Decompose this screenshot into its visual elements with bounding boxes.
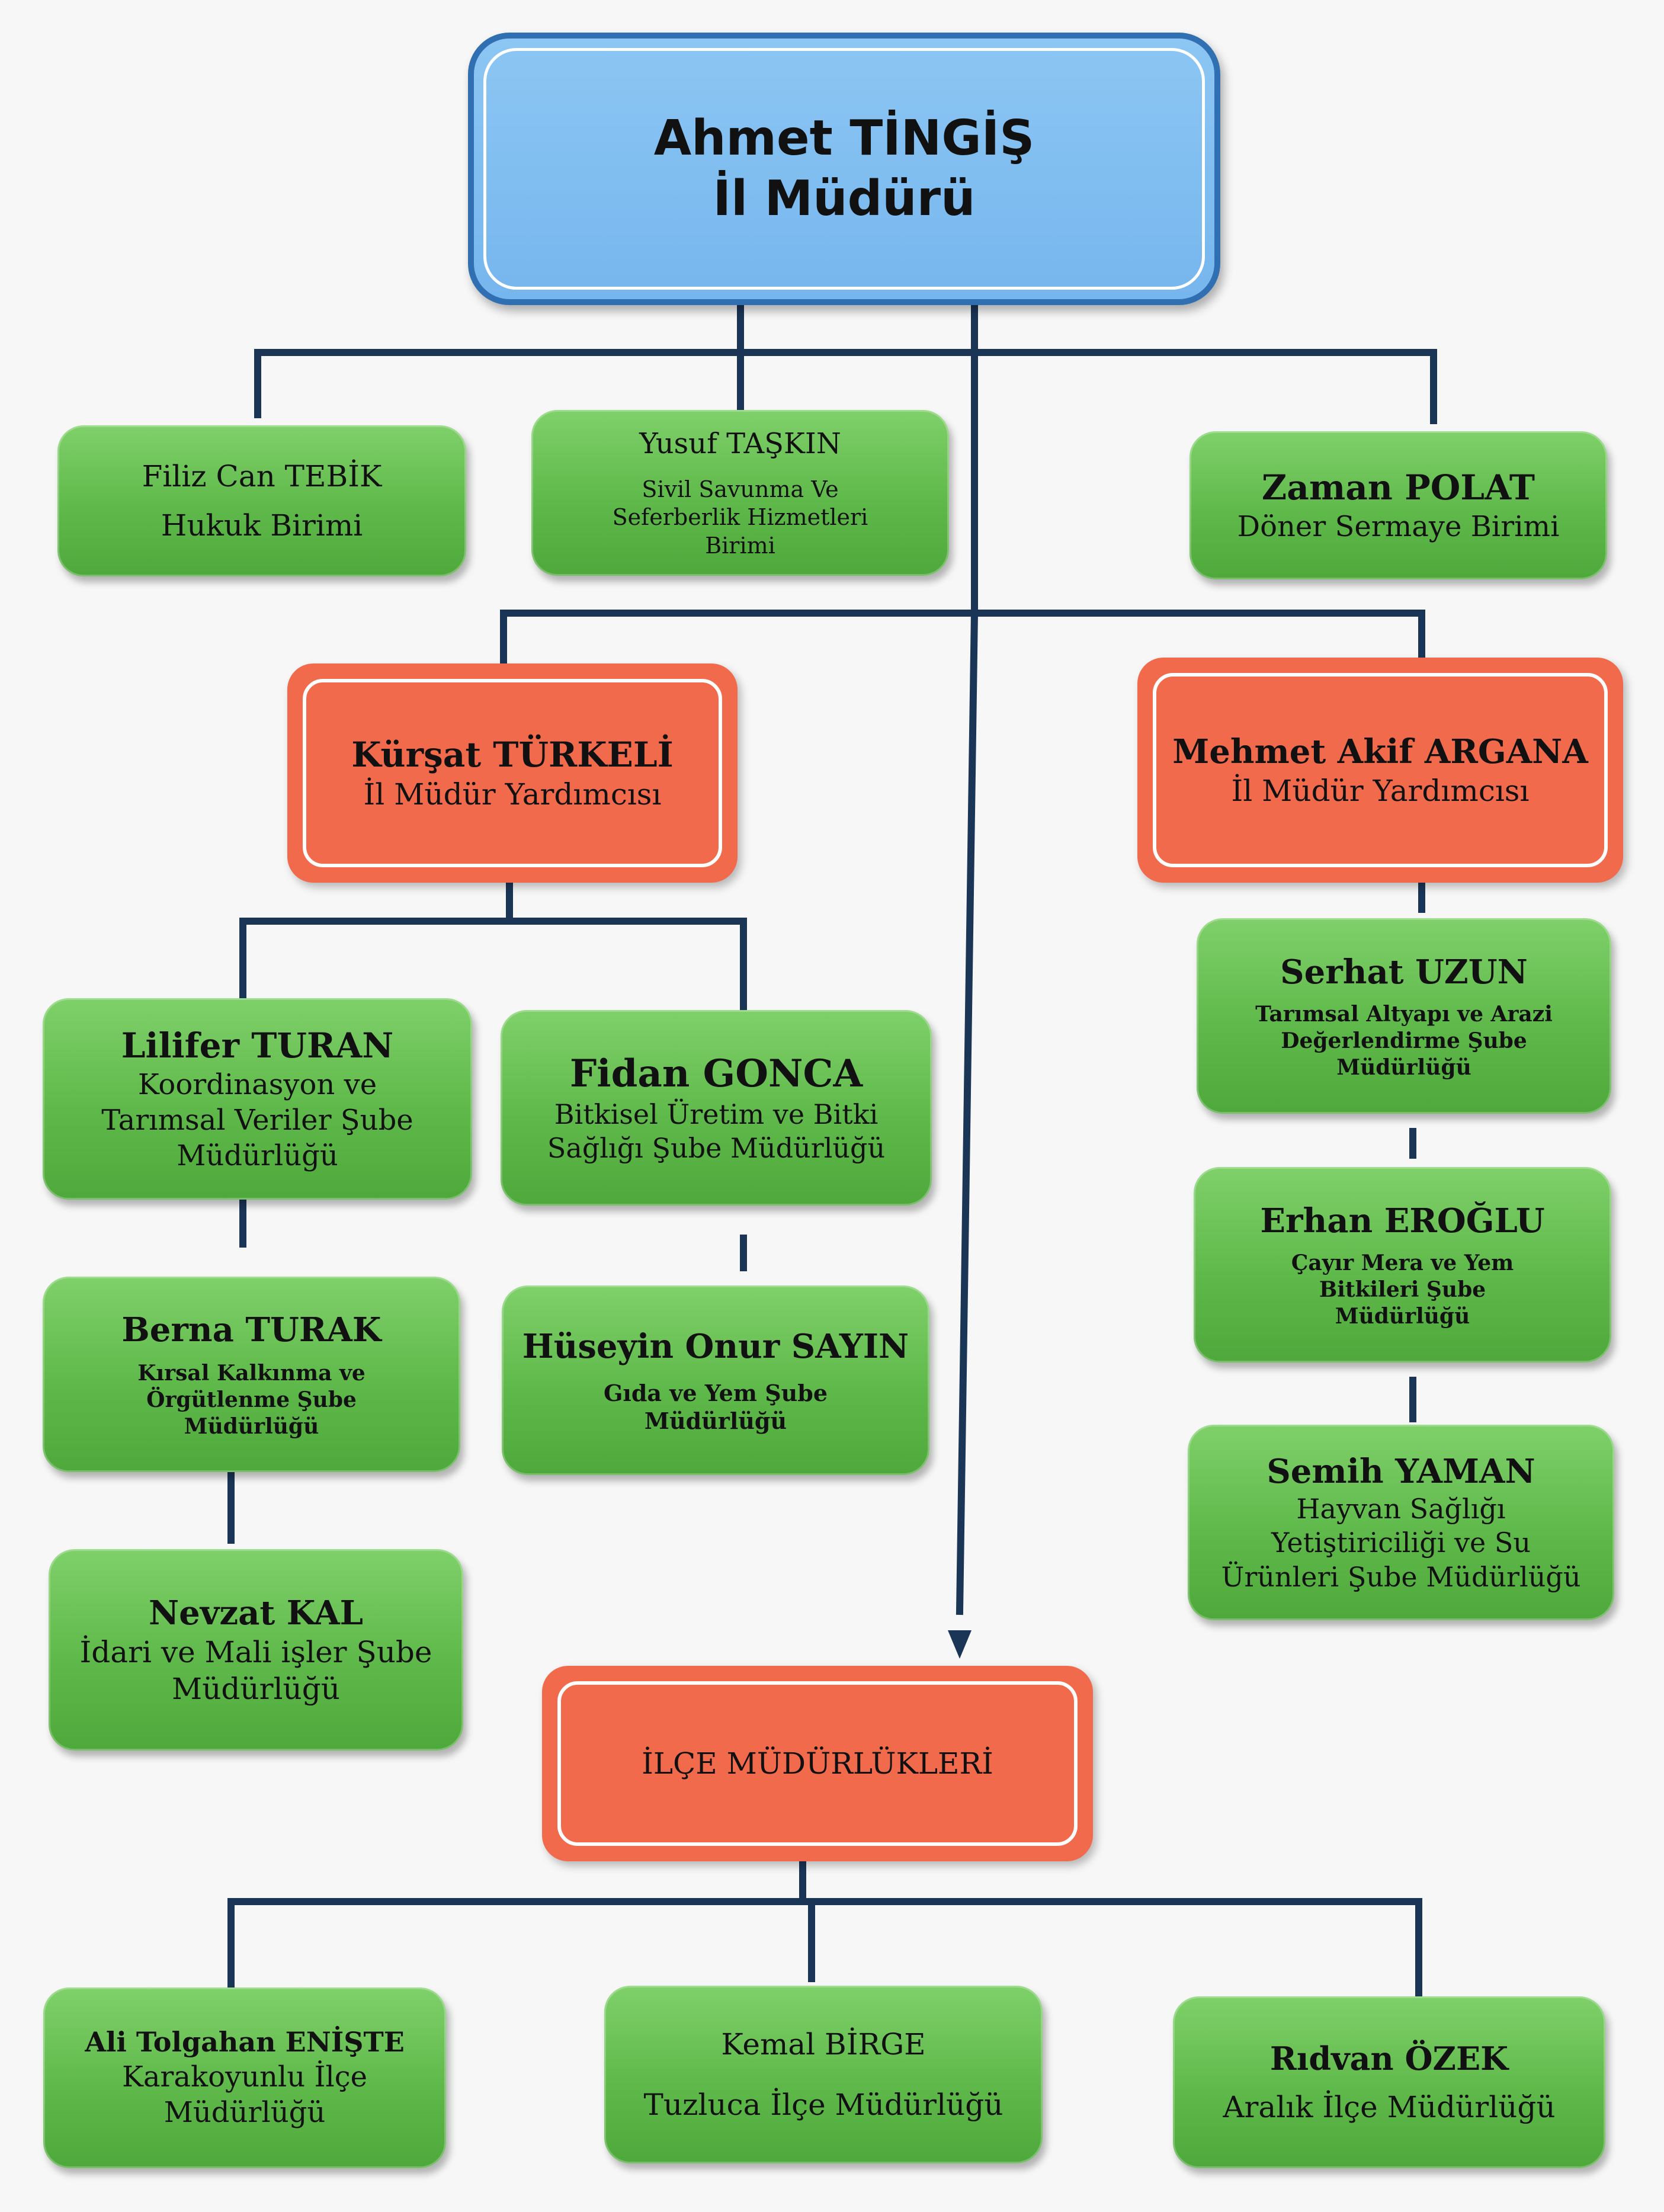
branch-dept: Kırsal Kalkınma ve Örgütlenme Şube Müdür… xyxy=(137,1360,365,1439)
unit-box-hukuk: Filiz Can TEBİK Hukuk Birimi xyxy=(57,425,466,576)
district-office-dept: Aralık İlçe Müdürlüğü xyxy=(1223,2089,1556,2124)
unit-name: Filiz Can TEBİK xyxy=(142,459,382,493)
district-office-dept: Karakoyunlu İlçe Müdürlüğü xyxy=(121,2060,368,2130)
district-title: İLÇE MÜDÜRLÜKLERİ xyxy=(642,1746,993,1781)
district-box: İLÇE MÜDÜRLÜKLERİ xyxy=(542,1666,1093,1861)
unit-dept: Hukuk Birimi xyxy=(161,508,363,543)
connector-left-deputy-branches xyxy=(239,873,747,1011)
branch-box-berna: Berna TURAK Kırsal Kalkınma ve Örgütlenm… xyxy=(43,1277,460,1472)
district-office-name: Ali Tolgahan ENİŞTE xyxy=(85,2025,405,2058)
deputy-name: Kürşat TÜRKELİ xyxy=(351,734,674,775)
branch-name: Semih YAMAN xyxy=(1267,1451,1535,1491)
deputy-title: İl Müdür Yardımcısı xyxy=(1231,773,1530,808)
deputy-box-kursat: Kürşat TÜRKELİ İl Müdür Yardımcısı xyxy=(287,663,738,883)
director-box: Ahmet TİNGİŞ İl Müdürü xyxy=(468,33,1220,305)
district-office-name: Kemal BİRGE xyxy=(721,2027,926,2062)
branch-name: Lilifer TURAN xyxy=(121,1025,394,1066)
unit-dept: Sivil Savunma Ve Seferberlik Hizmetleri … xyxy=(612,476,868,559)
branch-name: Fidan GONCA xyxy=(569,1051,863,1096)
unit-name: Zaman POLAT xyxy=(1261,467,1535,508)
unit-dept: Döner Sermaye Birimi xyxy=(1237,510,1560,544)
branch-dept: Bitkisel Üretim ve Bitki Sağlığı Şube Mü… xyxy=(547,1098,886,1165)
unit-name: Yusuf TAŞKIN xyxy=(639,427,841,460)
branch-box-erhan: Erhan EROĞLU Çayır Mera ve Yem Bitkileri… xyxy=(1194,1167,1611,1363)
connector-director-district xyxy=(956,302,978,1615)
district-office-box-aralik: Rıdvan ÖZEK Aralık İlçe Müdürlüğü xyxy=(1173,1996,1605,2168)
branch-dept: İdari ve Mali işler Şube Müdürlüğü xyxy=(79,1634,432,1707)
connector-left-column xyxy=(227,1199,246,1544)
district-office-dept: Tuzluca İlçe Müdürlüğü xyxy=(643,2088,1003,2122)
branch-dept: Gıda ve Yem Şube Müdürlüğü xyxy=(603,1379,828,1435)
branch-box-fidan: Fidan GONCA Bitkisel Üretim ve Bitki Sağ… xyxy=(501,1010,932,1206)
branch-dept: Tarımsal Altyapı ve Arazi Değerlendirme … xyxy=(1255,1001,1553,1080)
deputy-box-mehmet-akif: Mehmet Akif ARGANA İl Müdür Yardımcısı xyxy=(1137,658,1623,883)
unit-box-doner-sermaye: Zaman POLAT Döner Sermaye Birimi xyxy=(1190,431,1607,579)
branch-name: Serhat UZUN xyxy=(1280,952,1528,992)
branch-name: Hüseyin Onur SAYIN xyxy=(522,1326,909,1366)
branch-box-lilifer: Lilifer TURAN Koordinasyon ve Tarımsal V… xyxy=(43,998,472,1200)
branch-dept: Hayvan Sağlığı Yetiştiriciliği ve Su Ürü… xyxy=(1221,1492,1581,1593)
branch-box-serhat: Serhat UZUN Tarımsal Altyapı ve Arazi De… xyxy=(1197,918,1611,1114)
district-office-name: Rıdvan ÖZEK xyxy=(1269,2040,1509,2078)
branch-dept: Çayır Mera ve Yem Bitkileri Şube Müdürlü… xyxy=(1291,1250,1514,1329)
director-name: Ahmet TİNGİŞ xyxy=(653,110,1035,166)
district-office-box-karakoyunlu: Ali Tolgahan ENİŞTE Karakoyunlu İlçe Müd… xyxy=(43,1987,446,2168)
deputy-title: İl Müdür Yardımcısı xyxy=(363,777,662,812)
deputy-name: Mehmet Akif ARGANA xyxy=(1172,732,1588,771)
branch-box-huseyin: Hüseyin Onur SAYIN Gıda ve Yem Şube Müdü… xyxy=(502,1285,929,1475)
branch-box-nevzat: Nevzat KAL İdari ve Mali işler Şube Müdü… xyxy=(49,1549,463,1751)
branch-name: Berna TURAK xyxy=(121,1310,381,1349)
director-title: İl Müdürü xyxy=(713,171,976,227)
branch-dept: Koordinasyon ve Tarımsal Veriler Şube Mü… xyxy=(101,1068,413,1173)
arrow-head xyxy=(948,1630,972,1659)
district-office-box-tuzluca: Kemal BİRGE Tuzluca İlçe Müdürlüğü xyxy=(604,1986,1043,2163)
unit-box-sivil-savunma: Yusuf TAŞKIN Sivil Savunma Ve Seferberli… xyxy=(531,410,949,576)
branch-name: Erhan EROĞLU xyxy=(1260,1201,1545,1240)
connector-district-offices xyxy=(227,1857,1422,2003)
branch-name: Nevzat KAL xyxy=(148,1593,364,1633)
connector-director-units xyxy=(254,304,1437,424)
branch-box-semih: Semih YAMAN Hayvan Sağlığı Yetiştiricili… xyxy=(1188,1425,1614,1620)
